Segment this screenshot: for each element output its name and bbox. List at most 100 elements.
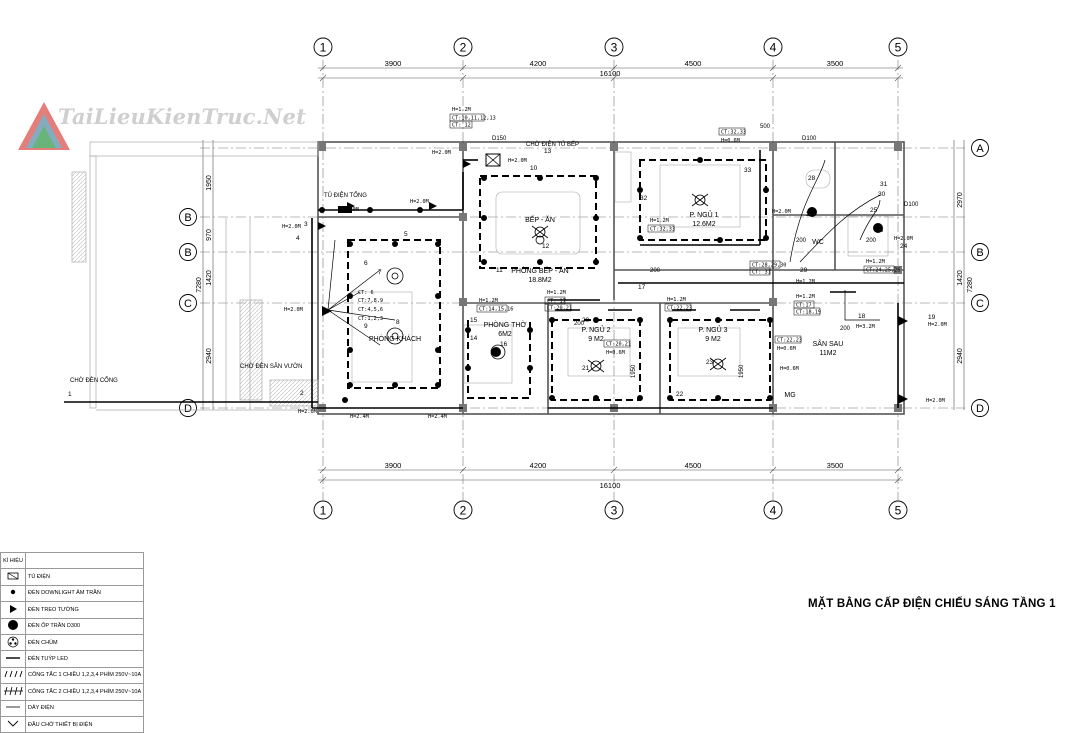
switch-tag: CT:22,23 <box>667 306 692 312</box>
room-area: 9 M2 <box>588 336 604 343</box>
circuit-number: 27 <box>806 211 814 218</box>
circuit-number: 32 <box>640 195 648 202</box>
circuit-number: 24 <box>900 243 908 250</box>
ceiling-light-icon <box>0 617 26 635</box>
electrical-panels <box>338 153 501 213</box>
grid-row-label: C <box>976 298 984 310</box>
circuit-number: 14 <box>470 335 478 342</box>
room-name: BẾP - ĂN <box>525 214 555 224</box>
chandelier-fixtures <box>386 267 506 360</box>
grid-bubbles-rows: B B C D A B C D <box>179 139 989 417</box>
dim-span: 3500 <box>827 59 844 68</box>
circuit-number: 8 <box>396 319 400 326</box>
label-cho-den-tu-bep: CHỜ ĐIỆN TỦ BẾP <box>526 140 579 148</box>
room-name: PHÒNG KHÁCH <box>369 334 421 343</box>
height-tag: H=2.4M <box>428 414 447 420</box>
circuit-number: 29 <box>800 267 808 274</box>
legend-label: ĐÈN CHÙM <box>24 633 145 652</box>
circuit-number: 21 <box>582 365 590 372</box>
dim-200: 200 <box>840 326 851 332</box>
dim-span: 3900 <box>385 59 402 68</box>
legend-label: CÔNG TẮC 2 CHIỀU 1,2,3,4 PHÍM 250V~10A <box>24 683 145 701</box>
grid-col-label: 4 <box>770 504 777 518</box>
dim-span: 4200 <box>530 461 547 470</box>
switch-tags: H=1.2M CT:10,11,12,13 CT: 12 CT:32,33 H=… <box>282 107 947 420</box>
grid-row-label: A <box>976 143 984 155</box>
grid-col-label: 5 <box>895 504 902 518</box>
grid-row-label: C <box>184 298 192 310</box>
dim-200: 200 <box>650 268 661 274</box>
height-tag: H=2.0M <box>410 199 429 205</box>
label-d100: D100 <box>904 202 919 208</box>
height-tag: H=2.0M <box>340 207 359 213</box>
switch-tag: CT:28,29,30 <box>752 263 786 269</box>
circuit-number: 1 <box>68 391 72 398</box>
grid-bubbles-bottom: 1 2 3 4 5 <box>313 500 908 520</box>
grid-row-label: B <box>976 247 983 259</box>
circuit-number: 23 <box>706 359 714 366</box>
fan-fixtures <box>531 193 727 373</box>
label-d100: D100 <box>802 136 817 142</box>
height-tag: H=2.0M <box>282 224 301 230</box>
height-tag: H=2.0M <box>894 236 913 242</box>
circuit-number: 12 <box>542 243 550 250</box>
switch-tag: CT: 12 <box>452 123 471 129</box>
circuit-number: 10 <box>530 165 538 172</box>
panel-icon <box>0 568 26 586</box>
circuit-number: 11 <box>496 267 503 274</box>
grid-col-label: 4 <box>770 41 777 55</box>
switch-tag: CT:20,21 <box>606 342 631 348</box>
wall-lamp-icon <box>0 601 26 619</box>
circuit-number: 31 <box>880 181 888 188</box>
grid-row-label: D <box>184 403 192 415</box>
legend-table: KÍ HIỆU TỦ ĐIỆN ĐÈN DOWNLIGHT ÂM TRẦN ĐÈ… <box>0 551 145 733</box>
legend-label: ĐÈN TREO TƯỜNG <box>24 601 145 619</box>
dim-total: 16100 <box>600 69 621 78</box>
circuit-number: 4 <box>296 235 300 242</box>
dim-span: 3900 <box>385 461 402 470</box>
dim-span: 4500 <box>685 59 702 68</box>
circuit-number: 15 <box>470 317 478 324</box>
legend-header: KÍ HIỆU <box>0 551 26 570</box>
annotations: CHỜ ĐIỆN TỦ BẾP TỦ ĐIỆN TỔNG CHỜ ĐÈN SÂN… <box>70 124 919 384</box>
switch-tag: CT:20,21 <box>547 306 572 312</box>
circuit-number: 9 <box>364 323 368 330</box>
circuit-number: 22 <box>676 391 684 398</box>
switch-tag: CT:14,15,16 <box>479 307 513 313</box>
switch-tag: CT:10,11,12,13 <box>452 116 496 122</box>
dim-left: 1420 <box>206 270 213 286</box>
legend-label: CÔNG TẮC 1 CHIỀU 1,2,3,4 PHÍM 250V~10A <box>24 666 145 685</box>
circuit-number: 20 <box>582 317 590 324</box>
label-cho-den-san-vuon: CHỜ ĐÈN SÂN VƯỜN <box>240 363 302 370</box>
dim-left: 2940 <box>206 348 213 364</box>
circuit-number: 16 <box>500 341 508 348</box>
dim-200: 200 <box>796 238 807 244</box>
switch-tag: CT: 6 <box>358 290 374 296</box>
room-name: MG <box>784 392 795 399</box>
room-name: P. NGỦ 1 <box>689 210 718 219</box>
grid-row-label: B <box>184 212 191 224</box>
height-tag: H=2.0M <box>298 409 317 415</box>
dim-200: 200 <box>866 238 877 244</box>
electric-wiring <box>64 150 904 409</box>
height-tag: H=2.4M <box>350 414 369 420</box>
circuit-number: 13 <box>544 148 552 155</box>
dim-left-total: 7280 <box>196 277 203 293</box>
room-name: P. NGỦ 3 <box>698 325 727 334</box>
grid-col-label: 1 <box>320 41 327 55</box>
wall-lamp-icon-shape <box>10 604 17 613</box>
dim-right: 2940 <box>957 348 964 364</box>
circuit-number: 7 <box>378 269 382 276</box>
grid-bubbles-top: 1 2 3 4 5 <box>313 37 908 57</box>
dim-left: 970 <box>206 229 213 241</box>
label-cho-den-cong: CHỜ ĐÈN CỔNG <box>70 377 118 384</box>
wire-icon <box>0 699 26 717</box>
switch-two-way-icon <box>0 683 26 701</box>
front-yard <box>71 141 319 411</box>
dimension-lines <box>202 64 965 484</box>
switch-tag: CT:32,33 <box>650 227 675 233</box>
grid-row-label: D <box>976 403 984 415</box>
circuit-number: 30 <box>878 191 886 198</box>
chandelier-icon <box>0 633 26 652</box>
